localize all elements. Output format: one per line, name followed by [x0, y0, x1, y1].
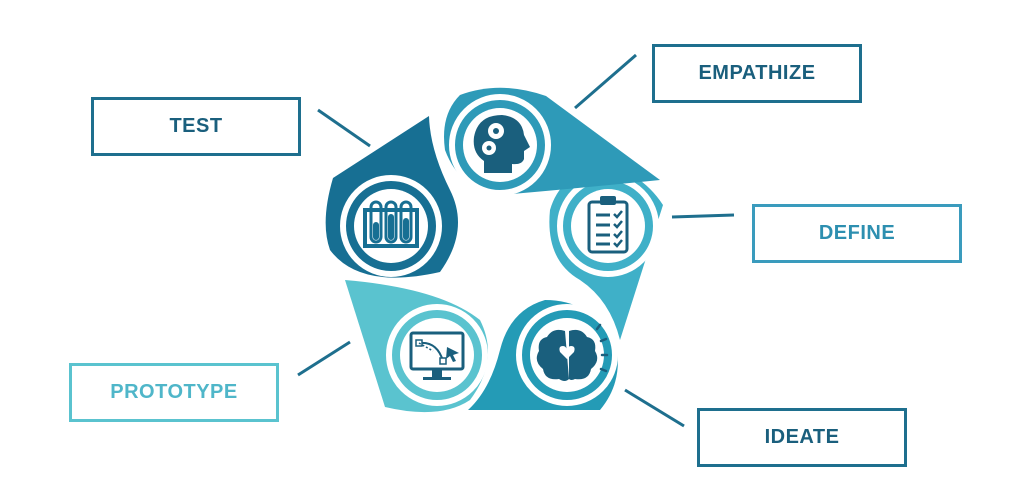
clipboard-checklist-icon	[571, 189, 645, 263]
prototype-label-box: PROTOTYPE	[69, 363, 279, 422]
connector-test	[317, 108, 371, 148]
empathize-label-box: EMPATHIZE	[652, 44, 862, 103]
monitor-vector-icon	[400, 318, 474, 392]
brain-heart-icon	[530, 318, 609, 392]
ideate-label: IDEATE	[764, 426, 840, 448]
connector-prototype	[297, 340, 351, 377]
define-label: DEFINE	[818, 222, 896, 244]
connector-empathize	[574, 53, 637, 110]
test-label-box: TEST	[91, 97, 301, 156]
prototype-label: PROTOTYPE	[110, 381, 238, 403]
head-gears-icon	[463, 108, 537, 182]
define-label-box: DEFINE	[752, 204, 962, 263]
ideate-label-box: IDEATE	[697, 408, 907, 467]
connector-ideate	[624, 388, 685, 428]
connector-define	[671, 213, 735, 219]
test-tubes-icon	[354, 189, 428, 263]
empathize-label: EMPATHIZE	[698, 62, 816, 84]
connectors	[297, 53, 735, 428]
test-label: TEST	[169, 115, 223, 137]
